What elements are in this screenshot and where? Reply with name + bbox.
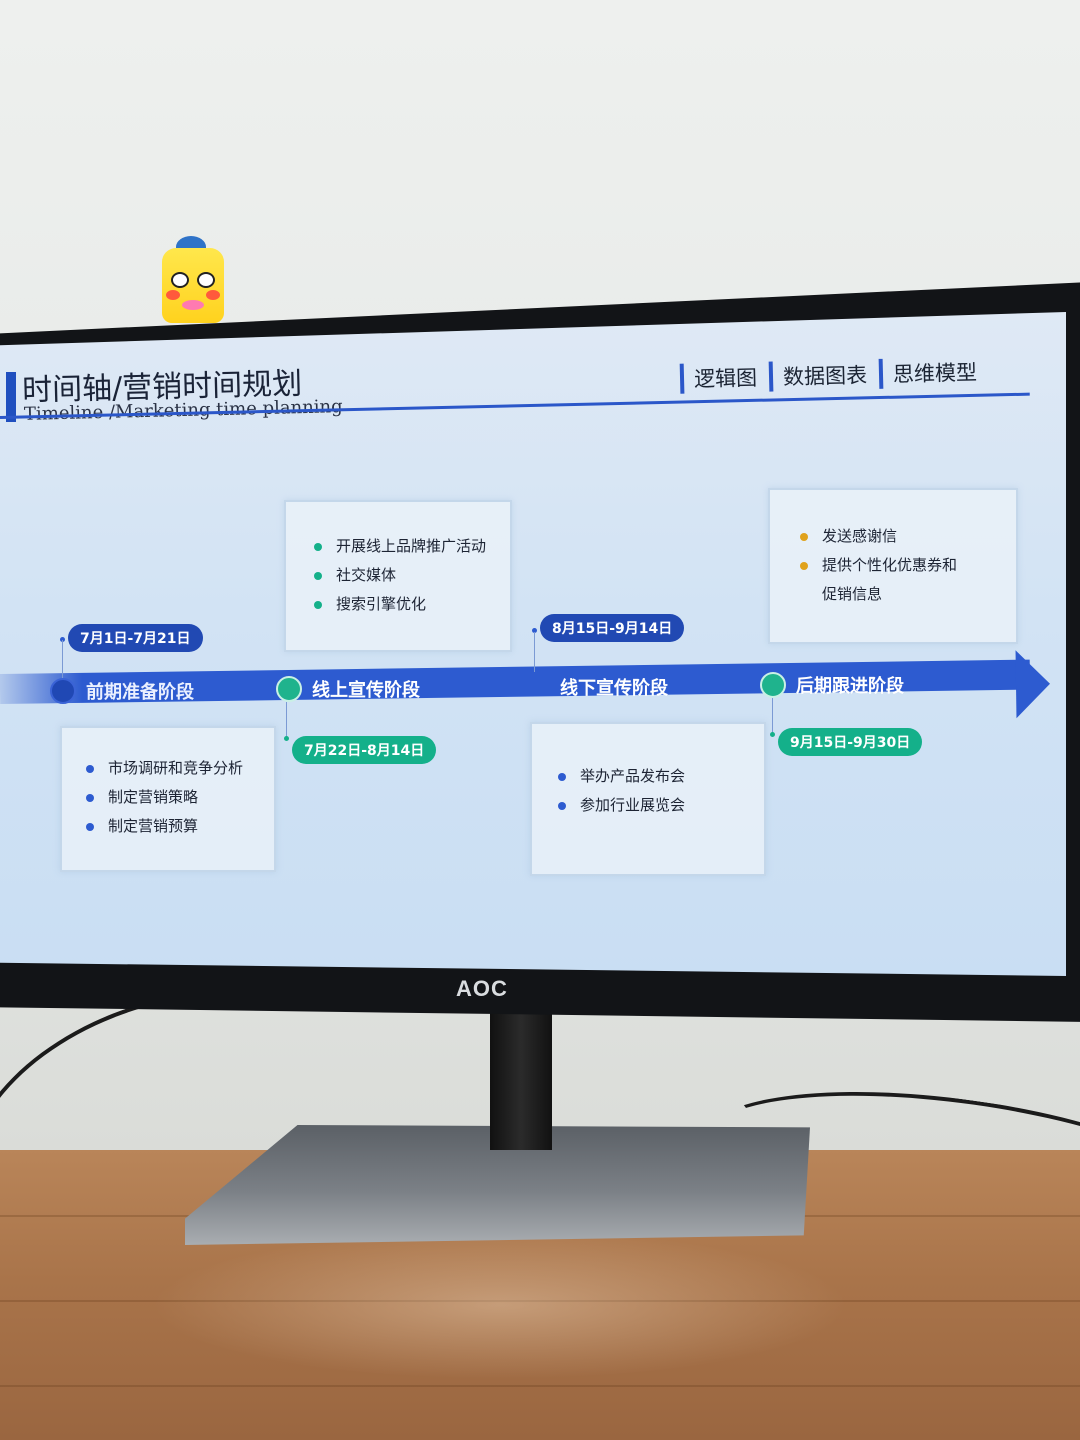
nav-item-thinking[interactable]: 思维模型 — [878, 357, 978, 389]
stage-3-card: 举办产品发布会 参加行业展览会 — [530, 722, 766, 876]
bullet — [558, 802, 566, 810]
nav-divider — [679, 363, 685, 394]
monitor-brand-logo: AOC — [456, 976, 508, 1001]
nav-item-logic[interactable]: 逻辑图 — [679, 362, 758, 394]
stage-3-tick — [534, 632, 535, 672]
stage-1-date: 7月1日-7月21日 — [68, 624, 203, 652]
stage-4-tick — [772, 698, 773, 736]
stage-1-list: 市场调研和竞争分析 制定营销策略 制定营销预算 — [62, 728, 274, 841]
nav-item-label: 逻辑图 — [693, 365, 758, 392]
nav-divider — [878, 358, 884, 389]
stage-4-dot — [760, 672, 786, 698]
nav-item-label: 思维模型 — [892, 360, 978, 387]
stage-4-label: 后期跟进阶段 — [796, 676, 904, 697]
list-item: 发送感谢信 — [800, 522, 1016, 551]
stage-2-label: 线上宣传阶段 — [312, 680, 420, 701]
list-item: 制定营销预算 — [86, 812, 274, 841]
nav-item-label: 数据图表 — [782, 363, 868, 390]
list-item-text: 提供个性化优惠券和 — [822, 556, 958, 574]
list-item: 社交媒体 — [314, 561, 510, 590]
mascot-figurine — [162, 248, 224, 323]
stage-1-label: 前期准备阶段 — [86, 682, 194, 703]
stage-1-dot — [50, 678, 76, 704]
mascot-cheek-right — [206, 290, 220, 300]
title-accent-bar — [6, 372, 16, 422]
stage-2-date: 7月22日-8月14日 — [292, 736, 437, 764]
stage-2-tick — [286, 702, 287, 738]
stage-1-card: 市场调研和竞争分析 制定营销策略 制定营销预算 — [60, 726, 276, 872]
stage-2-tick-dot — [284, 736, 289, 741]
nav-item-charts[interactable]: 数据图表 — [768, 359, 868, 392]
stage-4-date: 9月15日-9月30日 — [778, 728, 923, 756]
desk-grain — [0, 1300, 1080, 1302]
list-item: 促销信息 — [800, 580, 1016, 609]
list-item: 开展线上品牌推广活动 — [314, 532, 510, 561]
list-item-text: 开展线上品牌推广活动 — [336, 537, 487, 555]
mascot-eye-right — [197, 272, 215, 288]
list-item: 市场调研和竞争分析 — [86, 754, 274, 783]
bullet — [86, 823, 94, 831]
mascot-cheek-left — [166, 290, 180, 300]
list-item-text: 举办产品发布会 — [580, 767, 686, 785]
list-item-text: 参加行业展览会 — [580, 796, 686, 814]
stage-4-list: 发送感谢信 提供个性化优惠券和 促销信息 — [770, 490, 1016, 609]
bullet — [314, 572, 322, 580]
stage-2-card: 开展线上品牌推广活动 社交媒体 搜索引擎优化 — [284, 500, 512, 652]
list-item: 搜索引擎优化 — [314, 590, 510, 619]
bullet — [558, 773, 566, 781]
list-item-text: 促销信息 — [822, 585, 883, 603]
bullet-spacer — [800, 591, 808, 599]
desk-grain — [0, 1385, 1080, 1387]
list-item-text: 制定营销策略 — [108, 788, 199, 806]
desk-glare — [150, 1230, 850, 1380]
monitor-screen: 时间轴/营销时间规划 Timeline /Marketing time plan… — [0, 312, 1066, 976]
list-item: 举办产品发布会 — [558, 762, 764, 791]
list-item-text: 社交媒体 — [336, 566, 397, 584]
slide-nav: 逻辑图 数据图表 思维模型 — [679, 356, 990, 394]
stage-2-list: 开展线上品牌推广活动 社交媒体 搜索引擎优化 — [286, 502, 510, 619]
bullet — [86, 794, 94, 802]
stage-3-date: 8月15日-9月14日 — [540, 614, 685, 642]
bullet — [86, 765, 94, 773]
mascot-mouth — [182, 300, 204, 310]
stage-1-tick — [62, 640, 63, 678]
stage-3-label: 线下宣传阶段 — [560, 678, 668, 699]
list-item-text: 搜索引擎优化 — [336, 595, 427, 613]
timeline-arrow-head — [1015, 649, 1051, 719]
list-item: 参加行业展览会 — [558, 791, 764, 820]
nav-divider — [768, 361, 774, 392]
bullet — [314, 601, 322, 609]
bullet — [314, 543, 322, 551]
stage-3-list: 举办产品发布会 参加行业展览会 — [532, 724, 764, 820]
monitor-stand-neck — [490, 1010, 552, 1150]
list-item: 制定营销策略 — [86, 783, 274, 812]
stage-4-card: 发送感谢信 提供个性化优惠券和 促销信息 — [768, 488, 1018, 644]
list-item: 提供个性化优惠券和 — [800, 551, 1016, 580]
stage-4-tick-dot — [770, 732, 775, 737]
bullet — [800, 562, 808, 570]
stage-3-tick-dot — [532, 628, 537, 633]
mascot-eye-left — [171, 272, 189, 288]
stage-2-dot — [276, 676, 302, 702]
stage-1-tick-dot — [60, 637, 65, 642]
list-item-text: 市场调研和竞争分析 — [108, 759, 244, 777]
list-item-text: 制定营销预算 — [108, 817, 199, 835]
bullet — [800, 533, 808, 541]
list-item-text: 发送感谢信 — [822, 527, 898, 545]
